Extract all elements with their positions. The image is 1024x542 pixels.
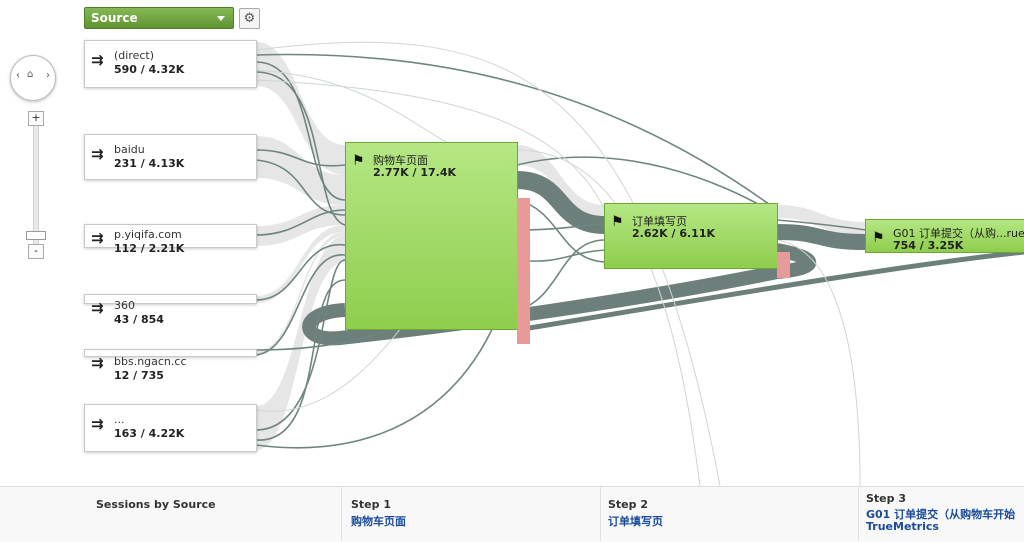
sources-column-header: Sessions by Source — [96, 498, 216, 511]
light-band — [256, 136, 345, 205]
flag-icon: ⚑ — [352, 153, 365, 169]
step-value: 754 / 3.25K — [893, 239, 964, 252]
source-name: ... — [114, 413, 125, 426]
column-divider — [341, 486, 342, 541]
source-node-other[interactable]: ⇉ ... 163 / 4.22K — [84, 404, 257, 452]
source-name: (direct) — [114, 49, 155, 62]
source-node-360[interactable]: ⇉ 360 43 / 854 — [84, 294, 257, 326]
source-name: bbs.ngacn.cc — [114, 355, 187, 368]
flow-canvas[interactable]: Source ⚙ ‹ ⌂ › + - ⇉ (direct) 590 / 4.32… — [0, 0, 1024, 486]
step3-header: Step 3 — [866, 492, 906, 505]
zoom-out-button[interactable]: - — [28, 244, 44, 259]
source-name: baidu — [114, 143, 145, 156]
arrows-icon: ⇉ — [91, 145, 104, 163]
step3-link-subtitle[interactable]: TrueMetrics — [866, 520, 939, 533]
step-name: 订单填写页 — [632, 215, 687, 228]
step1-node[interactable]: ⚑ 购物车页面 2.77K / 17.4K — [345, 142, 518, 330]
column-header-bar — [0, 486, 1024, 542]
main-flow — [776, 224, 867, 250]
flow-connections — [255, 41, 1024, 486]
source-name: p.yiqifa.com — [114, 228, 182, 241]
light-band — [256, 225, 345, 303]
light-band — [256, 232, 345, 356]
zoom-thumb[interactable] — [26, 231, 46, 240]
step1-header: Step 1 — [351, 498, 391, 511]
source-node-yiqifa[interactable]: ⇉ p.yiqifa.com 112 / 2.21K — [84, 224, 257, 255]
step1-link[interactable]: 购物车页面 — [351, 515, 406, 528]
step-name: G01 订单提交（从购...rue — [893, 227, 1024, 240]
source-value: 590 / 4.32K — [114, 63, 185, 76]
loop-flow — [302, 243, 817, 346]
step-value: 2.77K / 17.4K — [373, 166, 457, 179]
chevron-right-icon[interactable]: › — [46, 70, 50, 81]
step-name: 购物车页面 — [373, 154, 428, 167]
step2-link[interactable]: 订单填写页 — [608, 515, 663, 528]
light-band — [777, 205, 866, 236]
source-value: 163 / 4.22K — [114, 427, 185, 440]
step3-link[interactable]: G01 订单提交（从购物车开始 — [866, 508, 1016, 521]
column-divider — [600, 486, 601, 541]
source-node-ngacn[interactable]: ⇉ bbs.ngacn.cc 12 / 735 — [84, 349, 257, 382]
main-flow — [516, 171, 606, 234]
source-value: 112 / 2.21K — [114, 242, 185, 255]
source-node-direct[interactable]: ⇉ (direct) 590 / 4.32K — [84, 40, 257, 88]
step2-header: Step 2 — [608, 498, 648, 511]
light-band — [256, 236, 345, 450]
chevron-down-icon — [217, 16, 225, 21]
arrows-icon: ⇉ — [91, 51, 104, 69]
source-value: 231 / 4.13K — [114, 157, 185, 170]
arrows-icon: ⇉ — [91, 354, 104, 372]
arrows-icon: ⇉ — [91, 299, 104, 317]
column-divider — [858, 486, 859, 541]
dropoff-bar[interactable] — [517, 198, 530, 344]
step3-node[interactable]: ⚑ G01 订单提交（从购...rue 754 / 3.25K — [865, 219, 1024, 253]
light-band — [256, 205, 345, 246]
flag-icon: ⚑ — [611, 214, 624, 230]
chevron-left-icon[interactable]: ‹ — [16, 70, 20, 81]
step-value: 2.62K / 6.11K — [632, 227, 716, 240]
pan-control[interactable]: ‹ ⌂ › — [10, 55, 56, 101]
dimension-dropdown[interactable]: Source — [84, 7, 234, 29]
zoom-in-button[interactable]: + — [28, 111, 44, 126]
step2-node[interactable]: ⚑ 订单填写页 2.62K / 6.11K — [604, 203, 778, 269]
flag-icon: ⚑ — [872, 230, 885, 246]
dropoff-bar[interactable] — [777, 252, 790, 278]
arrows-icon: ⇉ — [91, 229, 104, 247]
source-name: 360 — [114, 299, 135, 312]
light-band — [517, 145, 605, 218]
dimension-label: Source — [91, 11, 138, 25]
home-icon[interactable]: ⌂ — [27, 69, 34, 80]
light-band — [256, 42, 345, 175]
loop-flow — [516, 249, 1024, 333]
source-value: 12 / 735 — [114, 369, 164, 382]
source-node-baidu[interactable]: ⇉ baidu 231 / 4.13K — [84, 134, 257, 180]
gear-icon[interactable]: ⚙ — [239, 8, 260, 29]
source-value: 43 / 854 — [114, 313, 164, 326]
arrows-icon: ⇉ — [91, 415, 104, 433]
